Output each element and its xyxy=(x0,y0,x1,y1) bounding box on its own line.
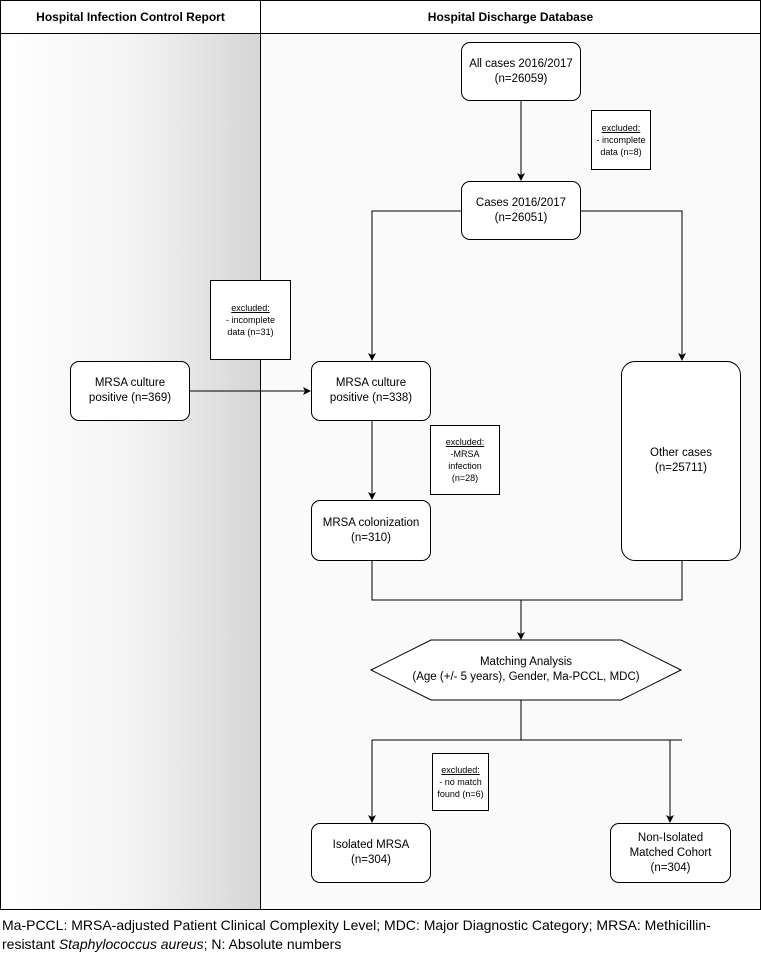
node-criteria: (Age (+/- 5 years), Gender, Ma-PCCL, MDC… xyxy=(412,671,640,683)
node-label: MRSA culture xyxy=(335,377,407,389)
node-count: (n=26059) xyxy=(494,72,548,85)
caption-text: Ma-PCCL: MRSA-adjusted Patient Clinical … xyxy=(2,917,711,952)
node-all-cases: All cases 2016/2017 (n=26059) xyxy=(461,42,581,101)
node-count: positive (n=369) xyxy=(88,392,172,404)
exclusion-text: - incomplete xyxy=(225,315,276,325)
node-label: Isolated MRSA xyxy=(332,839,410,851)
exclusion-incomplete-8: excluded: - incomplete data (n=8) xyxy=(591,110,651,170)
node-label: Cases 2016/2017 xyxy=(475,196,567,209)
node-count: (n=304) xyxy=(351,854,391,866)
caption-text: ; N: Absolute numbers xyxy=(203,936,342,952)
node-mrsa-culture-369: MRSA culture positive (n=369) xyxy=(70,361,190,421)
lane-title: Hospital Discharge Database xyxy=(261,1,760,34)
exclusion-text: infection xyxy=(448,461,482,471)
node-isolated-mrsa: Isolated MRSA (n=304) xyxy=(311,823,431,883)
node-label: All cases 2016/2017 xyxy=(469,57,573,70)
node-label: MRSA colonization xyxy=(322,516,420,529)
lane-title: Hospital Infection Control Report xyxy=(1,1,260,34)
exclusion-text: -MRSA xyxy=(450,449,480,459)
exclusion-incomplete-31: excluded: - incomplete data (n=31) xyxy=(210,280,291,360)
node-count: (n=304) xyxy=(650,861,691,874)
node-label: Matching Analysis xyxy=(479,656,573,668)
lane-infection-control: Hospital Infection Control Report xyxy=(0,0,261,910)
exclusion-no-match: excluded: - no match found (n=6) xyxy=(432,753,489,811)
node-label: Other cases xyxy=(650,447,712,459)
exclusion-heading: excluded: xyxy=(441,765,480,775)
exclusion-heading: excluded: xyxy=(601,123,641,133)
exclusion-text: - incomplete xyxy=(596,135,646,145)
node-label: MRSA culture xyxy=(94,377,166,389)
exclusion-heading: excluded: xyxy=(445,437,485,447)
node-label: Non-Isolated xyxy=(637,831,704,844)
node-matching-analysis: Matching Analysis (Age (+/- 5 years), Ge… xyxy=(371,640,681,700)
connector xyxy=(371,560,683,601)
node-cases: Cases 2016/2017 (n=26051) xyxy=(461,181,581,240)
node-mrsa-culture-338: MRSA culture positive (n=338) xyxy=(311,361,431,421)
exclusion-text: - no match xyxy=(439,777,482,787)
exclusion-text: data (n=31) xyxy=(227,327,274,337)
node-non-isolated-cohort: Non-Isolated Matched Cohort (n=304) xyxy=(610,823,731,883)
node-count: (n=25711) xyxy=(655,462,707,474)
exclusion-mrsa-infection: excluded: -MRSA infection (n=28) xyxy=(430,425,500,495)
matching-hexagon xyxy=(369,639,683,701)
arrow xyxy=(580,210,686,361)
figure-caption: Ma-PCCL: MRSA-adjusted Patient Clinical … xyxy=(2,916,742,954)
node-count: (n=310) xyxy=(351,531,391,544)
node-count: (n=26051) xyxy=(494,211,548,224)
exclusion-text: data (n=8) xyxy=(600,147,642,157)
exclusion-text: found (n=6) xyxy=(437,789,484,799)
node-other-cases: Other cases (n=25711) xyxy=(621,361,741,561)
node-count: positive (n=338) xyxy=(329,392,413,404)
exclusion-heading: excluded: xyxy=(231,303,270,313)
exclusion-text: (n=28) xyxy=(451,473,479,483)
node-mrsa-colonization: MRSA colonization (n=310) xyxy=(311,500,431,561)
node-label: Matched Cohort xyxy=(629,846,712,859)
caption-species: Staphylococcus aureus xyxy=(58,936,204,952)
arrow xyxy=(368,210,461,361)
